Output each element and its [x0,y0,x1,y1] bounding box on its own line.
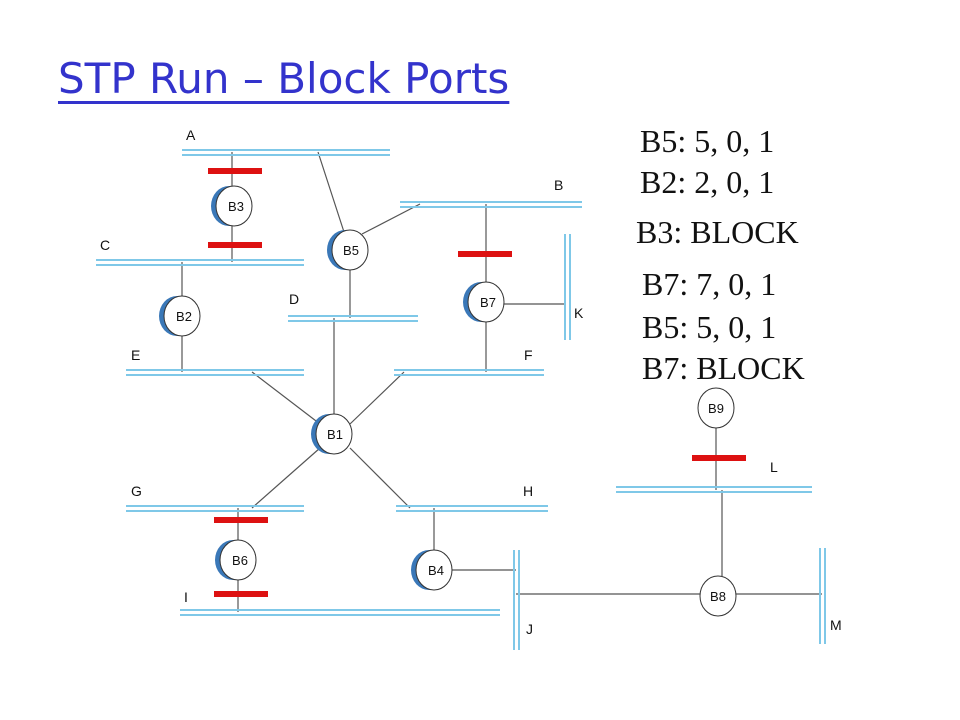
bridge-b8[interactable] [699,575,737,617]
segment-label-a: A [186,127,196,143]
segment-m [819,548,826,644]
bridge-b1[interactable] [311,413,353,455]
segment-e [126,369,304,376]
bridge-label-b2: B2 [176,309,192,324]
segment-label-d: D [289,291,299,307]
segment-j [513,550,520,650]
note-b7-config: B7: 7, 0, 1 [642,266,777,302]
bridge-b3[interactable] [211,185,253,227]
segment-label-f: F [524,347,533,363]
bridge-b2[interactable] [159,295,201,337]
segment-label-m: M [830,617,842,633]
bridges [159,185,737,617]
bridge-label-b7: B7 [480,295,496,310]
bridge-label-b4: B4 [428,563,444,578]
bridge-label-b9: B9 [708,401,724,416]
bridge-b4[interactable] [411,549,453,591]
link-b1-e [251,371,321,425]
bridge-labels: B3 B5 B7 B2 B1 B6 B4 B9 B8 [176,199,726,604]
segment-label-g: G [131,483,142,499]
segment-labels: A B C D E F G H I J K L M [100,127,842,637]
segment-d [288,315,418,322]
bridge-b6[interactable] [215,539,257,581]
bridge-label-b1: B1 [327,427,343,442]
link-b5-b [361,203,421,235]
lan-segments [96,149,826,650]
note-b2-config: B2: 2, 0, 1 [640,164,775,200]
bridge-b7[interactable] [463,281,505,323]
segment-l [616,486,812,493]
segment-i [180,609,500,616]
segment-c [96,259,304,266]
links [181,151,822,612]
segment-label-i: I [184,589,188,605]
note-b3-block: B3: BLOCK [636,214,799,250]
link-b1-f [349,371,405,425]
segment-h [396,505,548,512]
note-b5-config-1: B5: 5, 0, 1 [640,123,775,159]
segment-label-b: B [554,177,563,193]
segment-b [400,201,582,208]
bridge-b5[interactable] [327,229,369,271]
segment-label-e: E [131,347,140,363]
link-b1-h [349,447,411,509]
bridge-b9[interactable] [697,387,735,429]
segment-label-h: H [523,483,533,499]
segment-label-k: K [574,305,584,321]
note-b5-config-2: B5: 5, 0, 1 [642,309,777,345]
segment-label-j: J [526,621,533,637]
segment-g [126,505,304,512]
segment-k [564,234,571,340]
bridge-label-b6: B6 [232,553,248,568]
segment-label-l: L [770,459,778,475]
link-b1-g [251,447,321,509]
segment-a [182,149,390,156]
note-b7-block: B7: BLOCK [642,350,805,386]
bridge-label-b3: B3 [228,199,244,214]
page-title: STP Run – Block Ports [58,54,510,103]
block-markers [208,168,746,597]
link-b5-a [317,151,345,233]
bridge-label-b5: B5 [343,243,359,258]
segment-label-c: C [100,237,110,253]
segment-f [394,369,544,376]
bridge-label-b8: B8 [710,589,726,604]
